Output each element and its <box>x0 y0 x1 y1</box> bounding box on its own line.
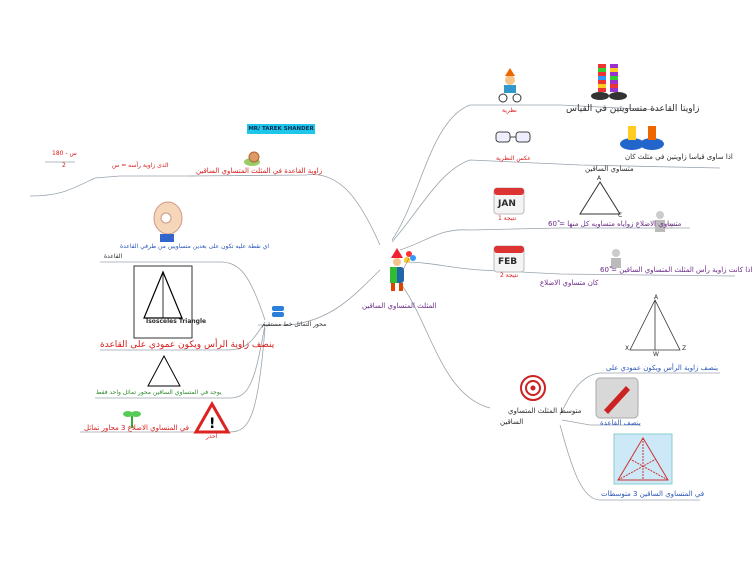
diagram-letter-bottom: W <box>653 351 659 358</box>
corollary1-tag: نتيجة 1 <box>498 215 517 222</box>
isosceles-triangle-frame-diagram <box>133 265 193 339</box>
connector-axis <box>258 269 381 326</box>
median-branch-label-2: الساقين <box>500 418 524 426</box>
connector-theorem <box>391 104 661 241</box>
axis-item-2[interactable]: ينصف زاوية الرأس ويكون عمودي على القاعدة <box>100 340 275 350</box>
teacher-badge: MR/ TAREK SHANDER <box>247 124 315 134</box>
triangle-caption: Isosceles Triangle <box>146 318 207 325</box>
warning-caption: احذر <box>206 433 218 440</box>
eq-triangle-letter-top: A <box>597 175 602 182</box>
eyeglasses-icon <box>495 131 531 143</box>
sprout-icon <box>123 411 141 428</box>
diagram-letter-top: A <box>654 294 659 301</box>
feb-month-label: FEB <box>498 257 518 267</box>
corollary2-label-2: كان متساوي الاضلاع <box>540 279 599 287</box>
jan-month-label: JAN <box>498 199 516 209</box>
striped-socks-icon <box>591 64 627 100</box>
formula-numerator: 180 - س <box>52 150 77 157</box>
connector-vertex-angle <box>189 174 381 246</box>
medians-grid-diagram <box>613 433 673 485</box>
calendar-jan-icon <box>493 187 525 215</box>
median-item-2[interactable]: ينصف القاعدة <box>600 419 641 427</box>
connector-median-item2 <box>561 419 640 426</box>
axis-item-3[interactable]: يوجد في المتساوي الساقين محور تماثل واحد… <box>96 389 222 396</box>
warning-sign-icon: ! <box>193 400 231 434</box>
connector-corollary1 <box>399 227 690 251</box>
connector-formula <box>29 175 195 197</box>
equilateral-triangle-diagram <box>579 181 621 215</box>
clown-center-icon <box>390 248 416 291</box>
axis-branch-label[interactable]: محور التماثل خط مستقيم <box>262 321 327 328</box>
theorem-clown-icon <box>498 68 522 103</box>
theorem-label[interactable]: زاويتا القاعدة متساويتين في القياس <box>566 104 700 114</box>
diagram-letter-right: Z <box>682 345 687 352</box>
median-item-3[interactable]: في المتساوي الساقين 3 متوسطات <box>601 490 705 498</box>
ok-hand-icon <box>153 201 183 242</box>
connector-axis-item4 <box>80 327 266 433</box>
connector-median-item3 <box>559 424 700 501</box>
calendar-feb-icon <box>493 245 525 273</box>
median-branch-label[interactable]: متوسط المثلث المتساوي <box>508 407 582 415</box>
corollary1-label[interactable]: متساوي الاضلاع زواياه متساويه كل منها = … <box>548 220 682 228</box>
corollary2-tag: نتيجة 2 <box>500 272 519 279</box>
pen-tool-icon <box>595 377 639 419</box>
connector-corollary2 <box>403 261 736 277</box>
triangle-outline-diagram <box>147 354 181 387</box>
converse-label[interactable]: اذا ساوى قياسا زاويتين في مثلث كان <box>625 153 733 161</box>
snail-icon <box>244 151 260 166</box>
theorem-tag: نظرية <box>502 107 517 114</box>
connector-axis-item1 <box>100 261 266 321</box>
converse-tag: عكس النظرية <box>496 155 531 162</box>
vertex-angle-branch-label[interactable]: زاوية القاعدة في المثلث المتساوي الساقين <box>196 167 323 175</box>
median-item-1[interactable]: ينصف زاوية الرأس ويكون عمودي على <box>606 364 719 372</box>
axis-item-4[interactable]: في المتساوي الاضلاع 3 محاور تماثل <box>84 424 190 432</box>
connector-median <box>397 279 491 409</box>
eq-triangle-letter-bottom: C <box>618 212 623 219</box>
person-figure-icon <box>655 211 673 232</box>
axis-item-1-line2: القاعدة <box>104 253 123 260</box>
person-figure-2-icon <box>611 249 621 268</box>
formula-label[interactable]: الذى زاوية رأسه = س <box>112 162 169 169</box>
diagram-letter-left: X <box>625 345 630 352</box>
converse-label-2: متساوي الساقين <box>585 165 634 173</box>
connector-axis-item2 <box>100 321 266 351</box>
axis-item-1[interactable]: اي نقطة عليه تكون على بعدين متساويين من … <box>120 243 270 250</box>
connector-converse <box>391 159 721 243</box>
clown-shoes-icon <box>620 126 664 150</box>
svg-text:!: ! <box>209 416 215 432</box>
isosceles-median-diagram <box>629 299 681 351</box>
connector-axis-item3 <box>95 324 266 399</box>
connector-median-item1 <box>559 372 720 416</box>
corollary2-label[interactable]: اذا كانت زاوية رأس المثلث المتساوي الساق… <box>600 266 752 274</box>
target-bullseye-icon <box>520 375 546 401</box>
blue-coin-icon <box>272 306 284 317</box>
formula-denominator: 2 <box>62 162 66 169</box>
center-topic[interactable]: المثلث المتساوي الساقين <box>362 302 437 310</box>
